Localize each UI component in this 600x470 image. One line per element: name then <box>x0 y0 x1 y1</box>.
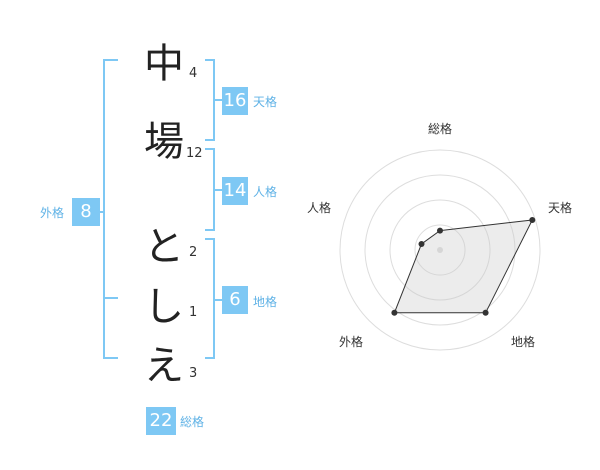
radar-point-4 <box>391 309 398 316</box>
tenkaku-label: 天格 <box>253 95 278 109</box>
name-char-4: し <box>144 284 184 330</box>
radar-ring-4 <box>339 149 541 351</box>
soukaku-label: 総格 <box>180 415 205 429</box>
radar-point-2 <box>529 217 536 223</box>
soukaku-badge: 22 <box>146 407 176 435</box>
name-char-5: え <box>144 343 184 389</box>
stroke-count-4: 1 <box>189 305 198 320</box>
name-char-1: 中 <box>144 41 184 87</box>
radar-center <box>437 247 443 253</box>
radar-point-5 <box>418 241 425 247</box>
name-char-2: 場 <box>144 119 184 165</box>
radar-axis-label-tenkaku: 天格 <box>548 201 573 215</box>
radar-axis-label-jinkaku: 人格 <box>307 201 332 215</box>
radar-point-1 <box>437 227 443 234</box>
radar-ring-3 <box>364 174 516 326</box>
chikaku-value: 6 <box>229 289 241 310</box>
radar-axis-label-chikaku: 地格 <box>511 335 536 349</box>
radar-point-3 <box>482 309 489 316</box>
radar-ring-2 <box>389 199 491 301</box>
stroke-count-5: 3 <box>189 366 198 381</box>
radar-ring-1 <box>414 224 466 276</box>
gaikaku-value: 8 <box>80 201 92 222</box>
stroke-count-3: 2 <box>189 245 198 260</box>
jinkaku-label: 人格 <box>253 185 278 199</box>
jinkaku-badge: 14 <box>222 177 248 205</box>
gaikaku-badge: 8 <box>72 198 100 226</box>
stroke-count-1: 4 <box>189 66 198 81</box>
radar-axis-label-gaikaku: 外格 <box>339 335 364 349</box>
jinkaku-value: 14 <box>223 180 247 201</box>
chikaku-label: 地格 <box>253 295 278 309</box>
name-char-3: と <box>144 224 184 270</box>
chikaku-badge: 6 <box>222 286 248 314</box>
radar-series-polygon <box>393 219 534 314</box>
stroke-count-2: 12 <box>186 146 203 161</box>
gaikaku-label: 外格 <box>40 206 65 220</box>
radar-axis-label-soukaku: 総格 <box>428 122 453 136</box>
tenkaku-value: 16 <box>223 90 247 111</box>
tenkaku-badge: 16 <box>222 87 248 115</box>
soukaku-value: 22 <box>149 410 173 431</box>
